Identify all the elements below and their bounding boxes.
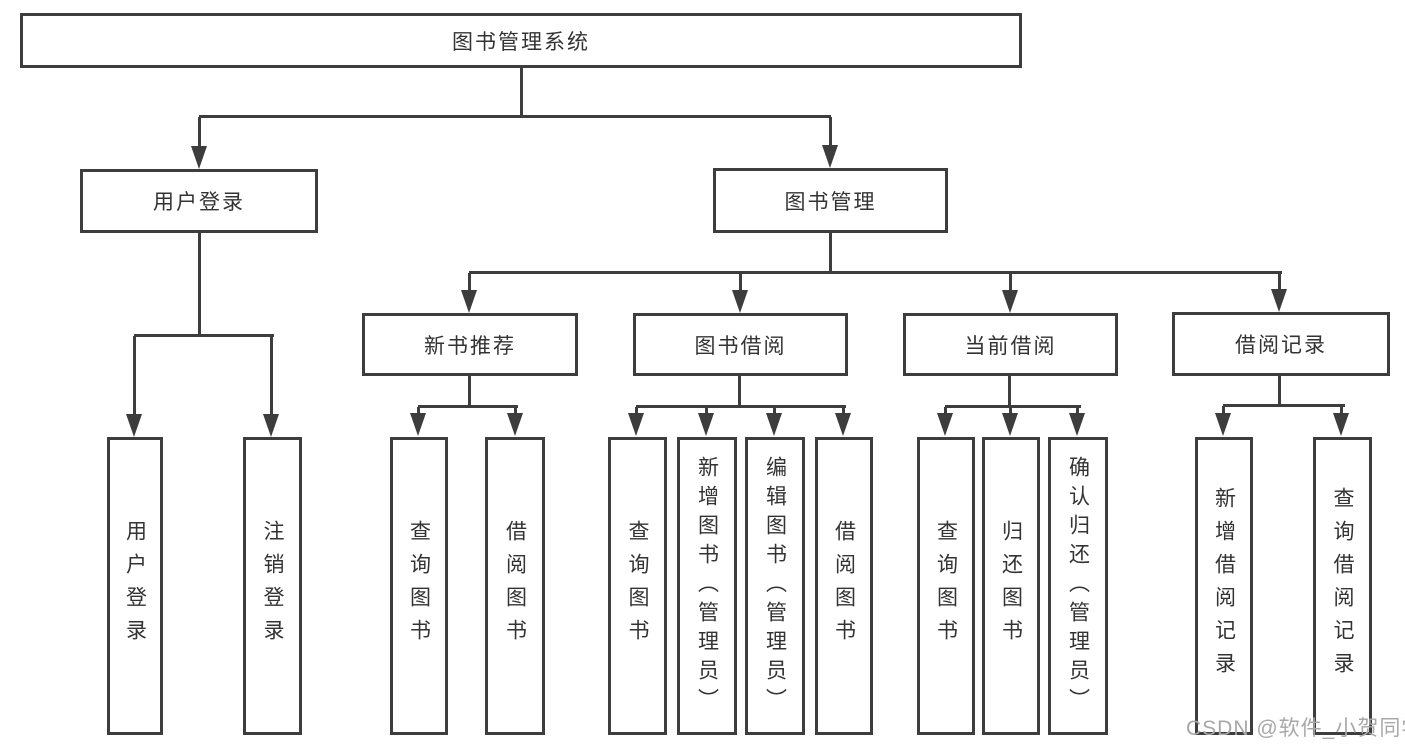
- connector-current-rail: [945, 405, 1081, 408]
- node-label: 用户登录: [153, 191, 245, 214]
- node-borrowing-edit-books-admin: 编辑图书（管理员）: [745, 437, 805, 735]
- node-logout: 注销登录: [243, 437, 302, 735]
- node-label: 注销登录: [261, 520, 284, 652]
- connector-user-login-rail: [134, 334, 274, 337]
- node-book-borrowing: 图书借阅: [633, 313, 848, 376]
- arrow-down-icon: [835, 413, 851, 436]
- node-new-book-recommend: 新书推荐: [362, 313, 578, 376]
- connector-arrow-stem: [635, 407, 638, 416]
- connector-arrow-stem: [705, 407, 708, 416]
- connector-records-stem: [1278, 376, 1281, 406]
- arrow-down-icon: [698, 413, 714, 436]
- node-login: 用户登录: [107, 437, 163, 735]
- connector-arrow-stem: [1009, 407, 1012, 416]
- node-borrowing-records: 借阅记录: [1172, 312, 1390, 376]
- node-label: 当前借阅: [964, 334, 1057, 358]
- node-label: 借阅图书: [503, 520, 527, 652]
- node-label: 查询借阅记录: [1331, 487, 1354, 685]
- connector-arrow-stem: [1009, 273, 1012, 292]
- arrow-down-icon: [766, 413, 782, 436]
- connector-arrow-stem: [1278, 273, 1281, 291]
- node-records-query-record: 查询借阅记录: [1313, 437, 1372, 735]
- connector-arrow-stem: [739, 273, 742, 292]
- node-label: 查询图书: [934, 520, 958, 652]
- arrow-down-icon: [191, 146, 207, 169]
- connector-arrow-stem: [842, 407, 845, 416]
- arrow-down-icon: [1002, 290, 1018, 313]
- arrow-down-icon: [1333, 413, 1349, 436]
- node-label: 借阅图书: [832, 520, 856, 652]
- connector-level2-rail: [469, 271, 1282, 274]
- arrow-down-icon: [263, 414, 279, 437]
- connector-arrow-stem: [1076, 407, 1079, 416]
- connector-arrow-stem: [270, 336, 273, 416]
- arrow-down-icon: [1215, 413, 1231, 436]
- node-borrowing-add-books-admin: 新增图书（管理员）: [677, 437, 737, 735]
- node-book-management: 图书管理: [713, 168, 948, 233]
- arrow-down-icon: [732, 290, 748, 313]
- node-label: 新增图书（管理员）: [695, 455, 719, 717]
- arrow-down-icon: [937, 413, 953, 436]
- connector-arrow-stem: [773, 407, 776, 416]
- node-borrowing-borrow-books: 借阅图书: [815, 437, 873, 735]
- connector-user-login-stem: [198, 233, 201, 336]
- connector-arrow-stem: [198, 117, 201, 149]
- node-borrowing-query-books: 查询图书: [608, 437, 667, 735]
- node-current-return-books: 归还图书: [982, 437, 1040, 735]
- connector-records-rail: [1223, 404, 1345, 407]
- node-label: 查询图书: [626, 520, 649, 652]
- node-library-system: 图书管理系统: [20, 13, 1022, 68]
- node-label: 新书推荐: [424, 334, 516, 358]
- connector-recommend-stem: [468, 376, 471, 407]
- arrow-down-icon: [1069, 413, 1085, 436]
- node-records-add-record: 新增借阅记录: [1195, 437, 1253, 735]
- node-label: 图书管理系统: [452, 30, 590, 54]
- connector-arrow-stem: [1222, 406, 1225, 416]
- connector-book-mgmt-stem: [829, 233, 832, 273]
- node-current-query-books: 查询图书: [917, 437, 975, 735]
- node-label: 借阅记录: [1235, 334, 1327, 357]
- arrow-down-icon: [822, 145, 838, 168]
- connector-arrow-stem: [944, 407, 947, 416]
- arrow-down-icon: [126, 414, 142, 437]
- node-current-confirm-return-admin: 确认归还（管理员）: [1048, 437, 1108, 735]
- connector-arrow-stem: [514, 407, 517, 416]
- connector-root-stem: [520, 68, 523, 117]
- connector-arrow-stem: [468, 273, 471, 292]
- node-label: 新增借阅记录: [1212, 487, 1236, 685]
- node-user-login-branch: 用户登录: [80, 169, 318, 233]
- arrow-down-icon: [507, 413, 523, 436]
- connector-level1-rail: [199, 115, 831, 118]
- node-current-borrowing: 当前借阅: [903, 313, 1118, 376]
- connector-arrow-stem: [417, 407, 420, 416]
- connector-recommend-rail: [418, 405, 518, 408]
- node-label: 编辑图书（管理员）: [763, 455, 787, 717]
- node-label: 归还图书: [999, 520, 1023, 652]
- node-label: 用户登录: [123, 520, 147, 652]
- connector-current-stem: [1008, 376, 1011, 407]
- connector-arrow-stem: [829, 117, 832, 149]
- connector-borrowing-stem: [738, 376, 741, 407]
- arrow-down-icon: [1002, 413, 1018, 436]
- arrow-down-icon: [461, 290, 477, 313]
- connector-arrow-stem: [133, 336, 136, 416]
- connector-arrow-stem: [1340, 406, 1343, 416]
- node-label: 查询图书: [407, 520, 431, 652]
- node-recommend-borrow-books: 借阅图书: [485, 437, 545, 735]
- arrow-down-icon: [410, 413, 426, 436]
- node-label: 图书管理: [784, 190, 877, 214]
- node-label: 确认归还（管理员）: [1066, 455, 1090, 717]
- arrow-down-icon: [1271, 289, 1287, 312]
- csdn-watermark: CSDN @软件_小贺同学: [1186, 717, 1405, 740]
- arrow-down-icon: [628, 413, 644, 436]
- node-recommend-query-books: 查询图书: [390, 437, 448, 735]
- connector-borrowing-rail: [636, 405, 846, 408]
- node-label: 图书借阅: [694, 334, 787, 358]
